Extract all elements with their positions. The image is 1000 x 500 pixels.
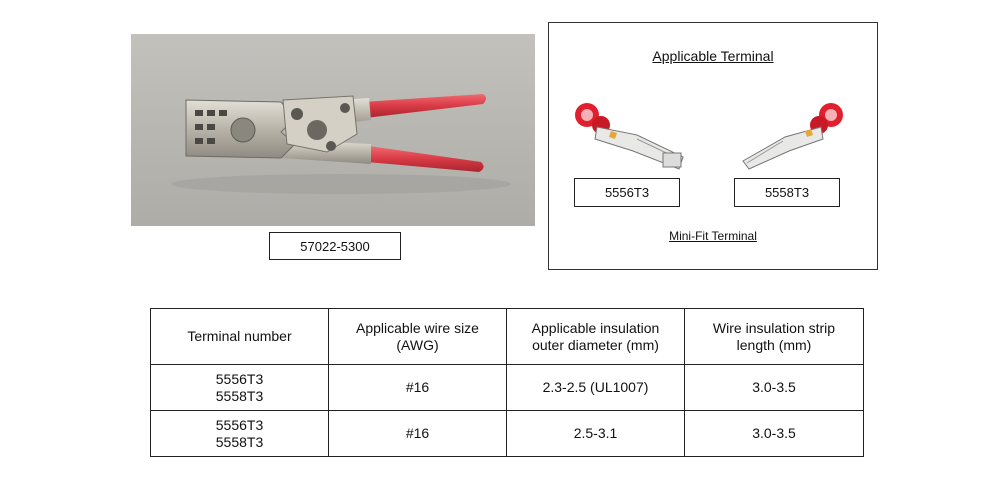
crimp-tool-photo: [131, 34, 535, 226]
cell-terminal-number: 5556T3 5558T3: [150, 364, 329, 411]
header-terminal-number: Terminal number: [150, 308, 329, 365]
crimp-tool-illustration: [131, 34, 535, 226]
terminal-label-5556t3: 5556T3: [574, 178, 680, 207]
terminal-label-5558t3: 5558T3: [734, 178, 840, 207]
header-strip-length: Wire insulation strip length (mm): [684, 308, 864, 365]
applicable-terminal-panel: Applicable Terminal 5556T3 5558T3 Mini-F…: [548, 22, 878, 270]
terminal-spec-table: Terminal number Applicable wire size (AW…: [150, 308, 864, 457]
tool-part-number: 57022-5300: [269, 232, 401, 260]
table-row: 5556T3 5558T3 #16 2.3-2.5 (UL1007) 3.0-3…: [150, 364, 864, 411]
cell-insulation-diameter: 2.3-2.5 (UL1007): [506, 364, 685, 411]
lower-handle-grip: [367, 146, 484, 172]
header-wire-size: Applicable wire size (AWG): [328, 308, 507, 365]
table-header-row: Terminal number Applicable wire size (AW…: [150, 308, 864, 365]
cell-insulation-diameter: 2.5-3.1: [506, 410, 685, 457]
cell-strip-length: 3.0-3.5: [684, 410, 864, 457]
panel-title: Applicable Terminal: [652, 48, 774, 64]
upper-handle-grip: [363, 94, 486, 118]
terminal-5558t3-illustration: [742, 103, 843, 170]
header-insulation-diameter: Applicable insulation outer diameter (mm…: [506, 308, 685, 365]
cell-strip-length: 3.0-3.5: [684, 364, 864, 411]
panel-footer: Mini-Fit Terminal: [669, 229, 757, 243]
table-row: 5556T3 5558T3 #16 2.5-3.1 3.0-3.5: [150, 410, 864, 457]
terminal-5556t3-illustration: [575, 103, 684, 170]
cell-wire-size: #16: [328, 410, 507, 457]
cell-wire-size: #16: [328, 364, 507, 411]
cell-terminal-number: 5556T3 5558T3: [150, 410, 329, 457]
